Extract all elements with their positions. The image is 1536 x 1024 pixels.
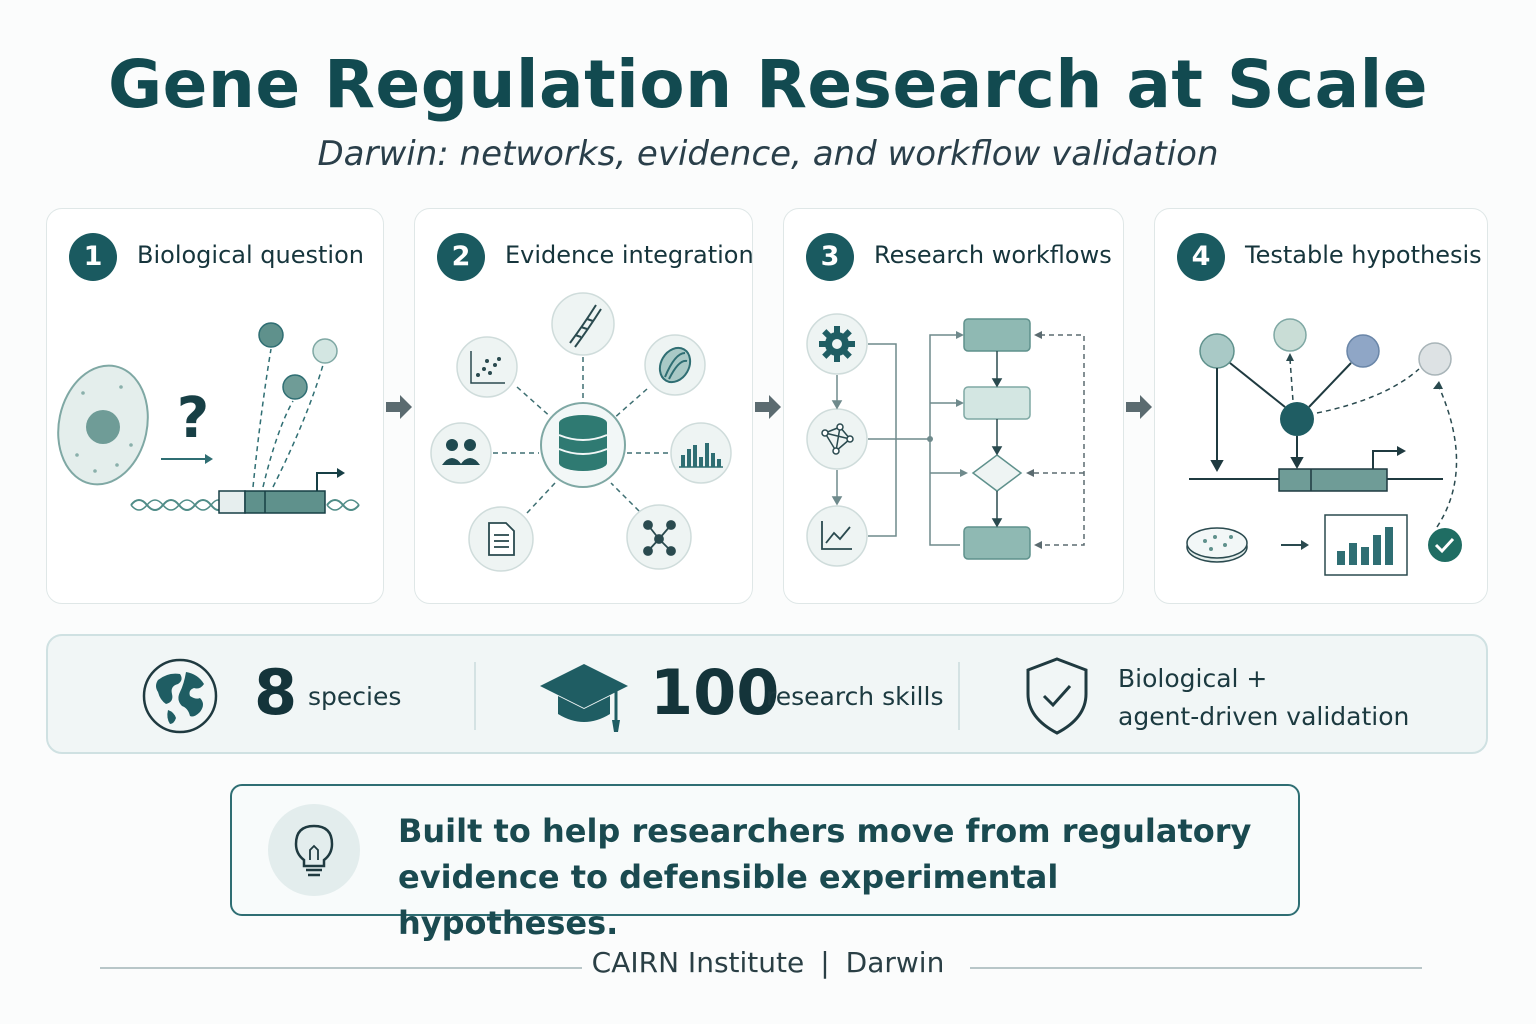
- evidence-integration-illustration: [430, 292, 732, 572]
- footer-org: CAIRN Institute: [591, 946, 805, 979]
- check-icon: [1428, 528, 1462, 562]
- species-count: 8: [254, 656, 298, 729]
- people-icon: [442, 439, 480, 465]
- research-workflows-illustration: [806, 313, 1085, 567]
- protein-icon: [658, 346, 692, 384]
- step-title: Biological question: [137, 241, 364, 269]
- divider: [474, 662, 476, 730]
- flow-arrow-icon: [386, 395, 412, 419]
- footer-rule-left: [100, 967, 582, 969]
- footer: CAIRN Institute | Darwin: [0, 946, 1536, 979]
- mission-callout: Built to help researchers move from regu…: [230, 784, 1300, 942]
- bar-chart-icon: [679, 443, 723, 468]
- callout-text: Built to help researchers move from regu…: [398, 812, 1252, 942]
- skills-count: 100: [650, 656, 780, 729]
- stats-band: 8 species 100 research skills Biological…: [46, 634, 1488, 754]
- footer-product: Darwin: [845, 946, 945, 979]
- network-node-icon: [821, 423, 854, 455]
- validation-line2: agent-driven validation: [1118, 702, 1410, 731]
- results-bar-chart-icon: [1337, 527, 1393, 565]
- step-title: Testable hypothesis: [1245, 241, 1482, 269]
- flow-arrow-icon: [755, 395, 781, 419]
- page-title: Gene Regulation Research at Scale: [107, 46, 1429, 123]
- skills-label: research skills: [766, 682, 944, 711]
- gear-icon: [819, 326, 855, 362]
- flow-arrow-icon: [1126, 395, 1152, 419]
- page-subtitle: Darwin: networks, evidence, and workflow…: [317, 134, 1219, 174]
- globe-icon: [142, 658, 218, 734]
- step-title: Evidence integration: [505, 241, 754, 269]
- lightbulb-icon: [294, 824, 334, 877]
- biological-question-illustration: ?: [57, 322, 360, 514]
- scatter-plot-icon: [470, 351, 505, 384]
- shield-check-icon: [1026, 657, 1088, 735]
- species-label: species: [308, 682, 402, 711]
- step-number: 3: [806, 233, 854, 281]
- step-panel-research-workflows: 3 Research workflows: [783, 208, 1124, 604]
- step-number: 2: [437, 233, 485, 281]
- database-icon: [558, 415, 608, 471]
- step-number: 4: [1177, 233, 1225, 281]
- lightbulb-icon-badge: [268, 804, 360, 896]
- step-title: Research workflows: [874, 241, 1112, 269]
- step-number: 1: [69, 233, 117, 281]
- step-panel-biological-question: 1 Biological question ?: [46, 208, 384, 604]
- document-icon: [488, 522, 515, 556]
- step-panel-testable-hypothesis: 4 Testable hypothesis: [1154, 208, 1488, 604]
- footer-rule-right: [970, 967, 1422, 969]
- graduation-cap-icon: [540, 664, 628, 732]
- step-panel-evidence-integration: 2 Evidence integration: [414, 208, 754, 604]
- chart-icon: [821, 521, 852, 550]
- network-icon: [643, 520, 676, 556]
- dna-icon: [569, 304, 602, 348]
- cell-icon: [57, 364, 149, 486]
- footer-separator: |: [820, 946, 830, 979]
- validation-line1: Biological +: [1118, 664, 1268, 693]
- petri-dish-icon: [1186, 527, 1248, 563]
- question-mark: ?: [177, 386, 209, 451]
- divider: [958, 662, 960, 730]
- testable-hypothesis-illustration: [1186, 318, 1462, 576]
